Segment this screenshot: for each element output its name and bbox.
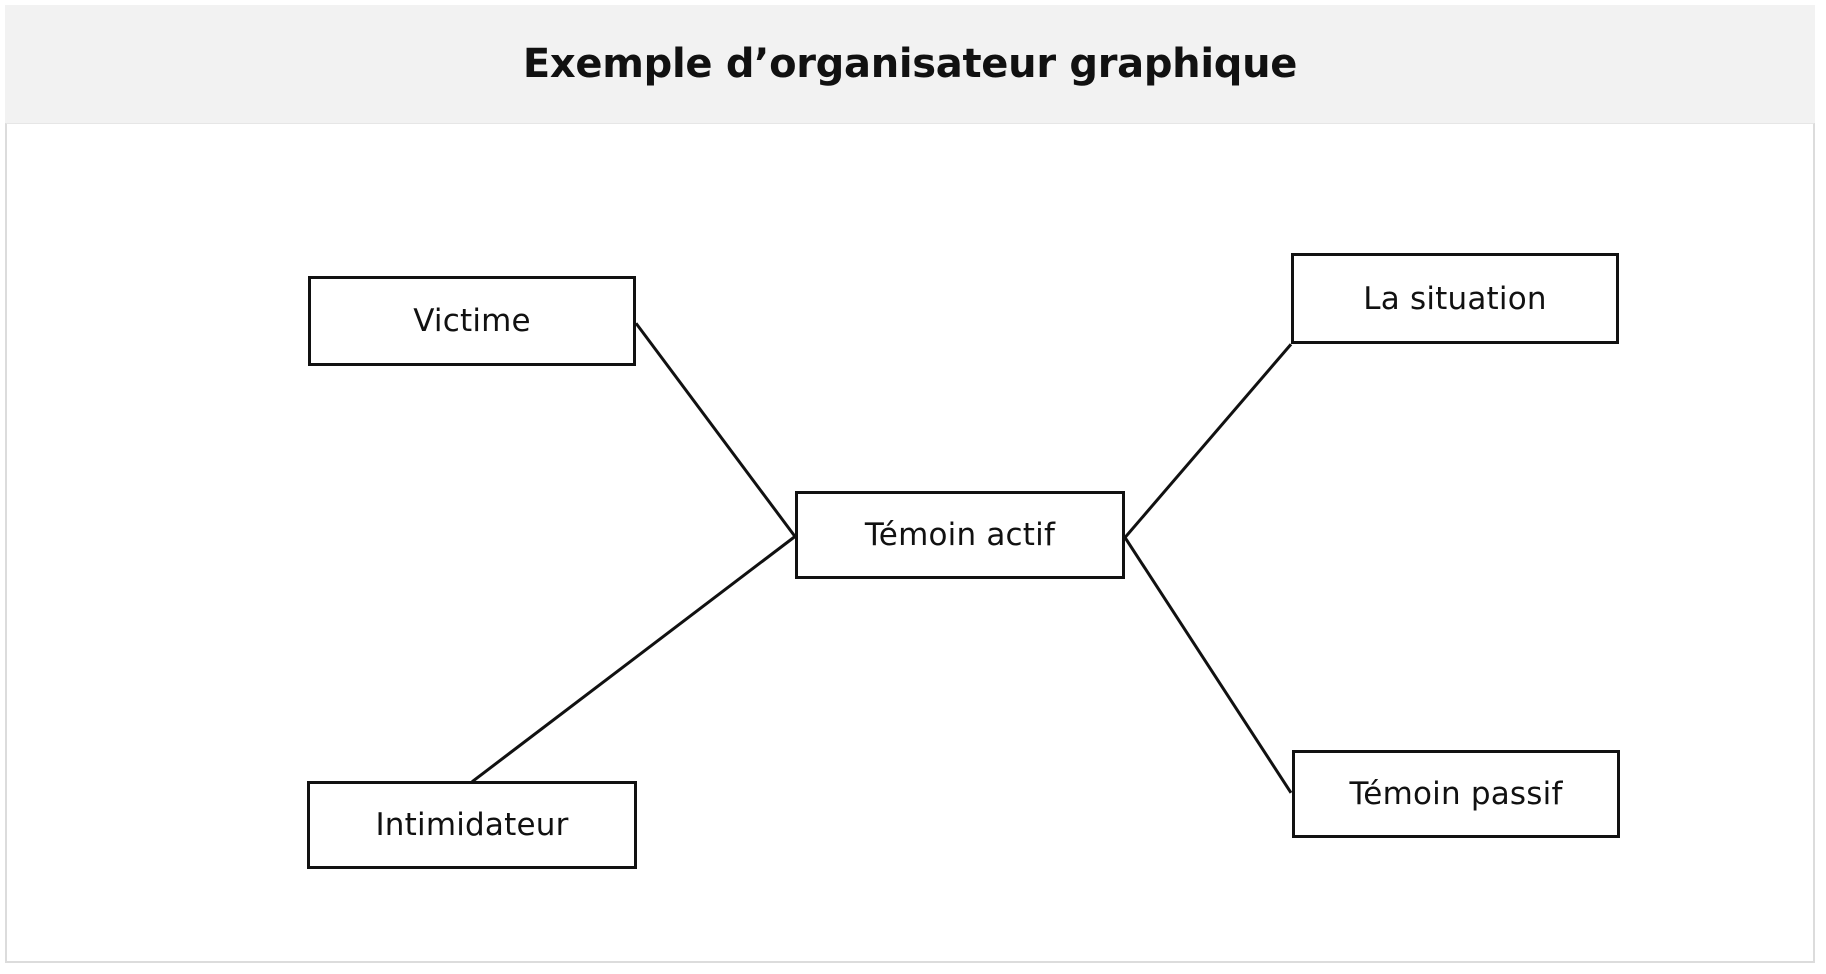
node-victime[interactable]: Victime [308, 276, 636, 366]
connector-intimidateur-to-temoin-actif [471, 535, 796, 783]
node-intimidateur[interactable]: Intimidateur [307, 781, 637, 869]
node-temoin-actif-label: Témoin actif [864, 517, 1056, 553]
node-la-situation-label: La situation [1363, 280, 1547, 317]
diagram-canvas: Victime Intimidateur Témoin actif La sit… [5, 123, 1815, 963]
connector-victime-to-temoin-actif [634, 322, 797, 538]
node-temoin-actif[interactable]: Témoin actif [795, 491, 1125, 579]
page-title: Exemple d’organisateur graphique [522, 41, 1298, 87]
connector-layer [471, 322, 1293, 794]
node-victime-label: Victime [413, 303, 531, 339]
node-la-situation[interactable]: La situation [1291, 253, 1619, 344]
connector-temoin-actif-to-temoin-passif [1123, 536, 1293, 794]
node-temoin-passif[interactable]: Témoin passif [1292, 750, 1620, 838]
page-header: Exemple d’organisateur graphique [5, 5, 1815, 123]
node-intimidateur-label: Intimidateur [375, 807, 569, 843]
connector-temoin-actif-to-la-situation [1123, 343, 1293, 539]
node-temoin-passif-label: Témoin passif [1349, 776, 1563, 812]
